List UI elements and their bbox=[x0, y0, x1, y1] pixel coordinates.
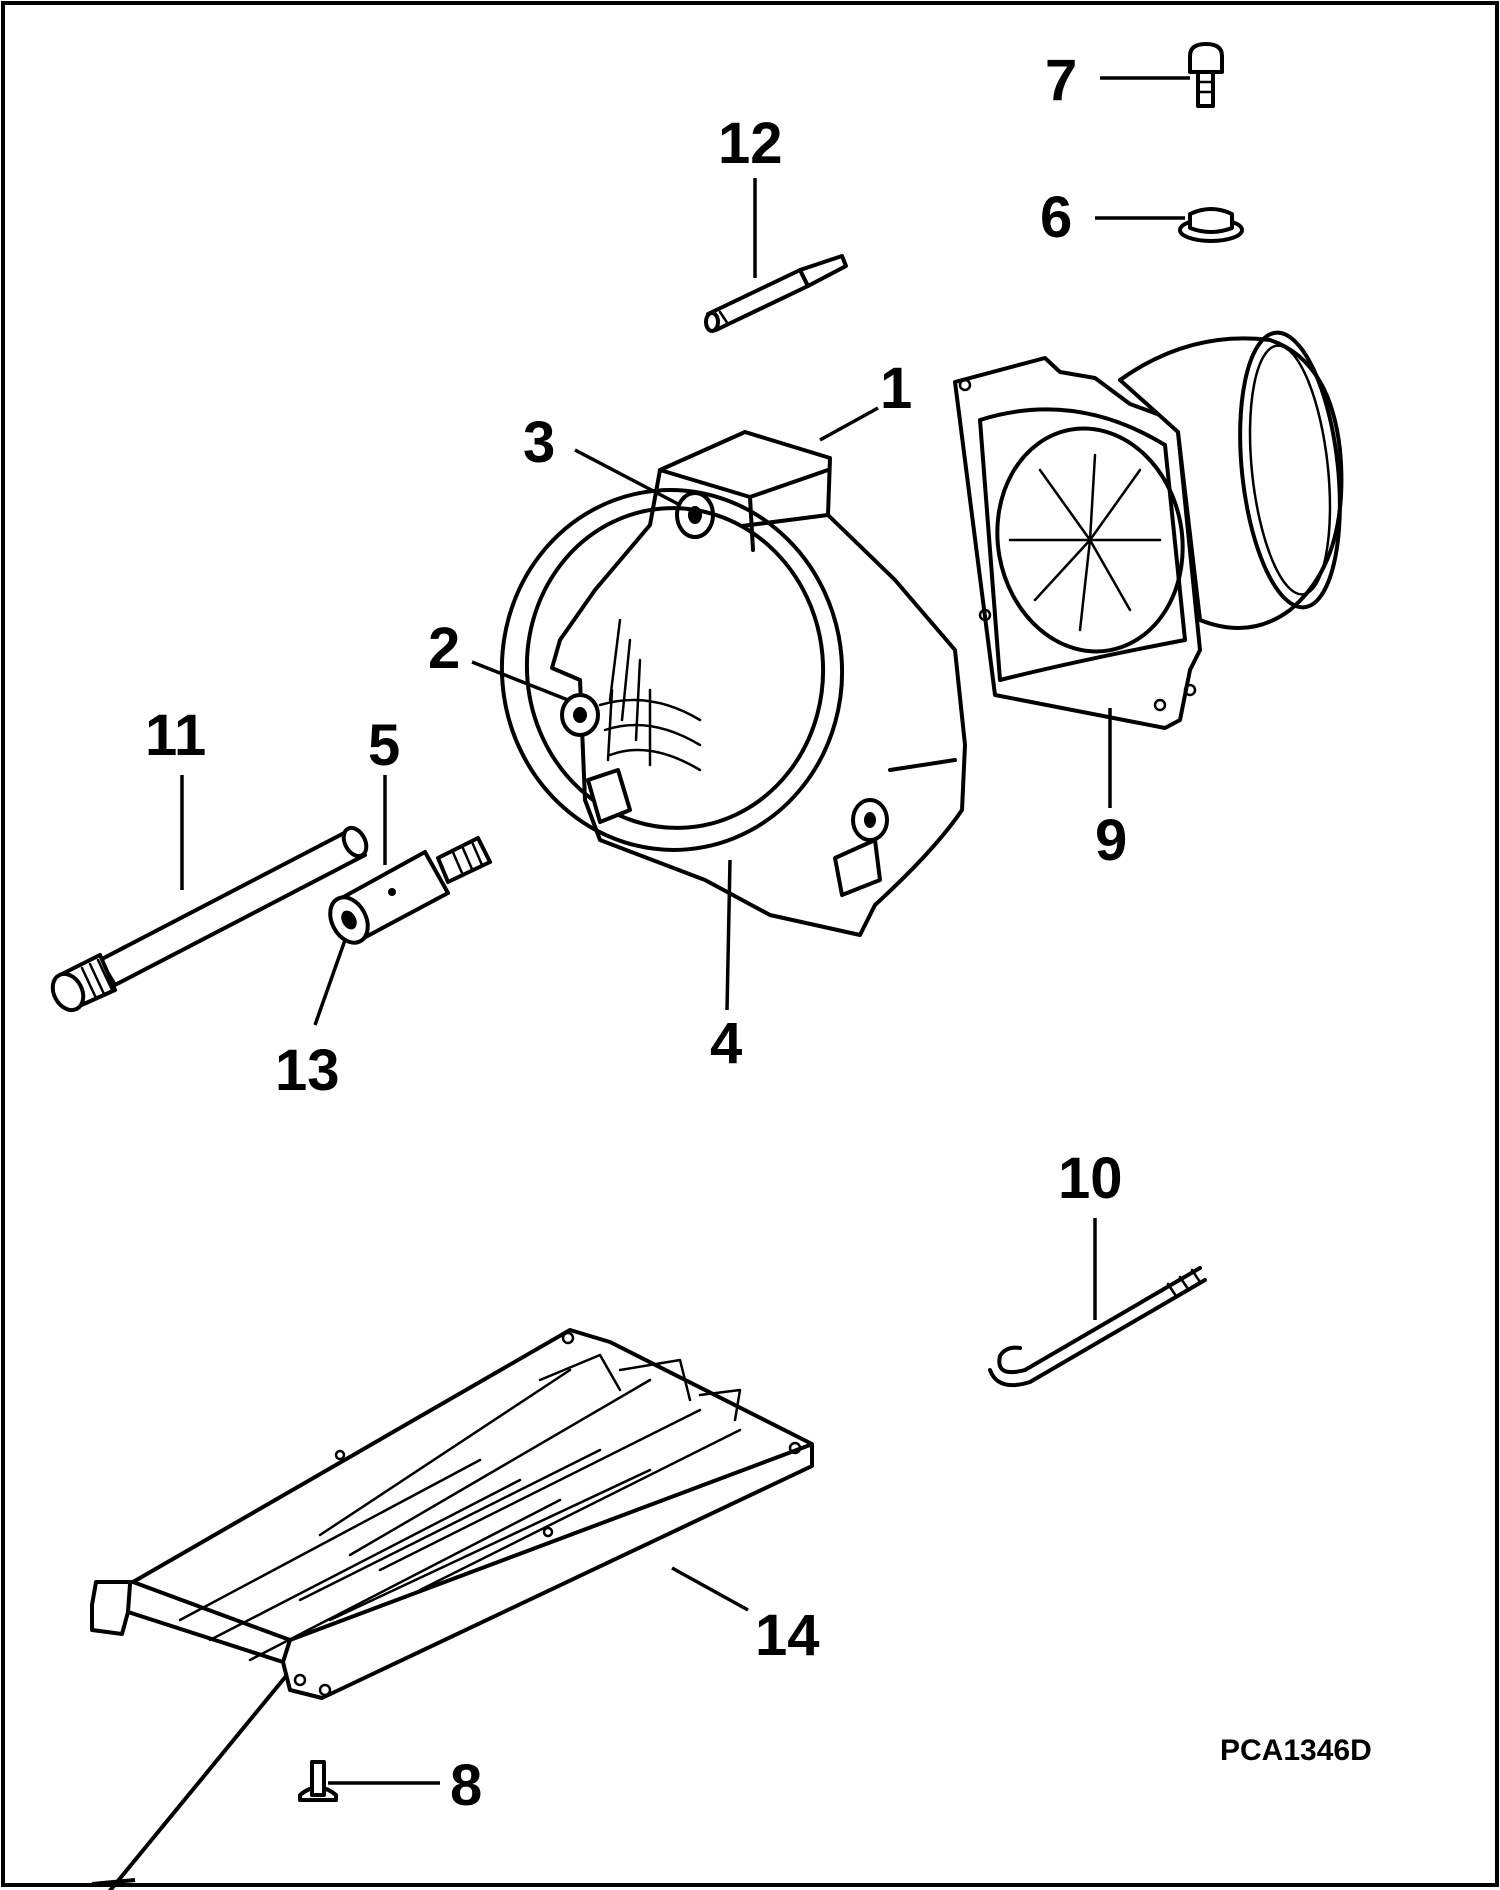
callout-9: 9 bbox=[1095, 808, 1127, 873]
leader-13 bbox=[313, 939, 347, 1026]
part-14-grate bbox=[91, 1878, 136, 1886]
figure-code: PCA1346D bbox=[1220, 1734, 1372, 1767]
callout-12: 12 bbox=[718, 111, 783, 176]
part-7-screw bbox=[1188, 42, 1224, 108]
callout-4: 4 bbox=[710, 1011, 742, 1076]
callout-8: 8 bbox=[450, 1753, 482, 1818]
part-14-plate-body bbox=[90, 1328, 814, 1700]
part-8-screw bbox=[298, 1760, 338, 1802]
callout-5: 5 bbox=[368, 713, 400, 778]
part-6-washer bbox=[1178, 207, 1244, 243]
callout-10: 10 bbox=[1058, 1146, 1123, 1211]
part-12-pin bbox=[704, 254, 848, 333]
callout-14: 14 bbox=[755, 1603, 820, 1668]
leader-4 bbox=[725, 859, 732, 1011]
part-9-nozzle bbox=[953, 330, 1344, 730]
part-10-rod bbox=[988, 1266, 1207, 1387]
leader-2 bbox=[471, 660, 569, 702]
part-11-shaft bbox=[50, 825, 369, 1013]
callout-13: 13 bbox=[275, 1038, 340, 1103]
leader-3 bbox=[574, 448, 681, 507]
callout-7: 7 bbox=[1045, 48, 1077, 113]
part-5-coupler bbox=[328, 836, 492, 945]
leader-14 bbox=[671, 1566, 749, 1612]
leader-1 bbox=[819, 406, 879, 442]
callout-6: 6 bbox=[1040, 185, 1072, 250]
callout-1: 1 bbox=[880, 356, 912, 421]
callout-3: 3 bbox=[523, 410, 555, 475]
part-1-bracket-housing bbox=[499, 430, 967, 937]
callout-2: 2 bbox=[428, 616, 460, 681]
callout-11: 11 bbox=[145, 703, 206, 768]
